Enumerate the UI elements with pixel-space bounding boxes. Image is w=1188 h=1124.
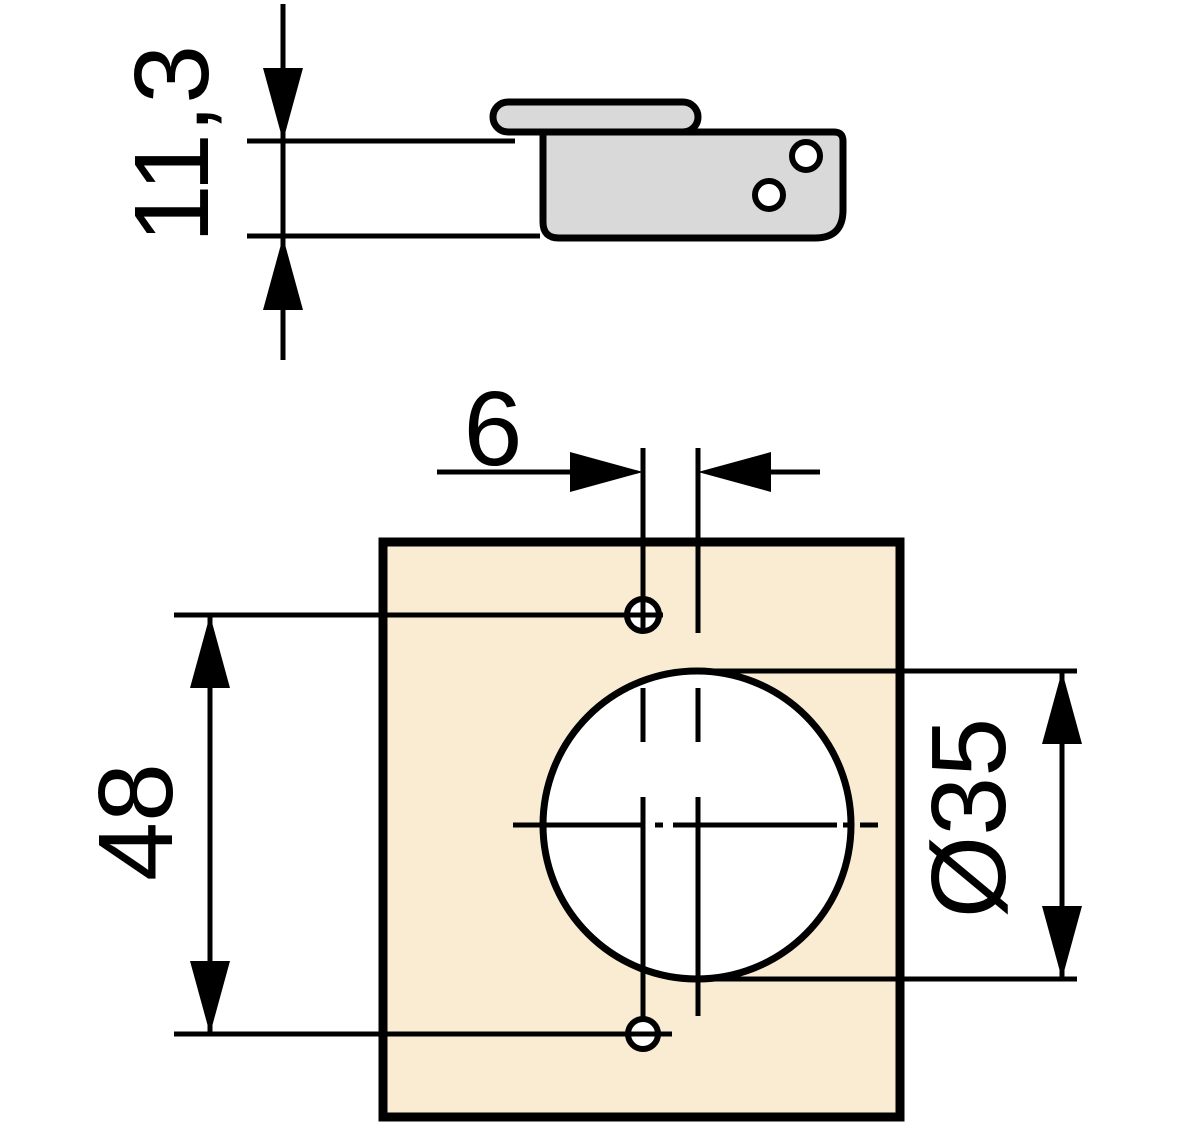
plate-hole-upper	[789, 139, 823, 173]
arrowhead-left-icon	[698, 452, 771, 492]
arrowhead-down-icon	[190, 961, 230, 1034]
dim-cup-diameter: Ø35	[690, 668, 1082, 982]
dim-label-cup-diameter: Ø35	[910, 718, 1028, 918]
arrowhead-down-icon	[263, 68, 303, 141]
front-view	[378, 448, 905, 1122]
hinge-arm-pad	[489, 98, 702, 136]
dim-label-screw-offset: 6	[464, 370, 523, 488]
arrowhead-up-icon	[1042, 671, 1082, 744]
dim-label-screw-spacing: 48	[77, 763, 195, 881]
dim-plate-height: 11,3	[113, 4, 540, 360]
arrowhead-down-icon	[1042, 906, 1082, 979]
plate-hole-lower	[752, 178, 786, 212]
side-view	[489, 98, 847, 242]
arrowhead-right-icon	[570, 452, 643, 492]
arrowhead-up-icon	[263, 237, 303, 310]
arrowhead-up-icon	[190, 615, 230, 688]
dim-label-plate-height: 11,3	[113, 45, 231, 243]
dim-screw-spacing: 48	[77, 612, 672, 1037]
dim-screw-offset: 6	[437, 370, 820, 492]
